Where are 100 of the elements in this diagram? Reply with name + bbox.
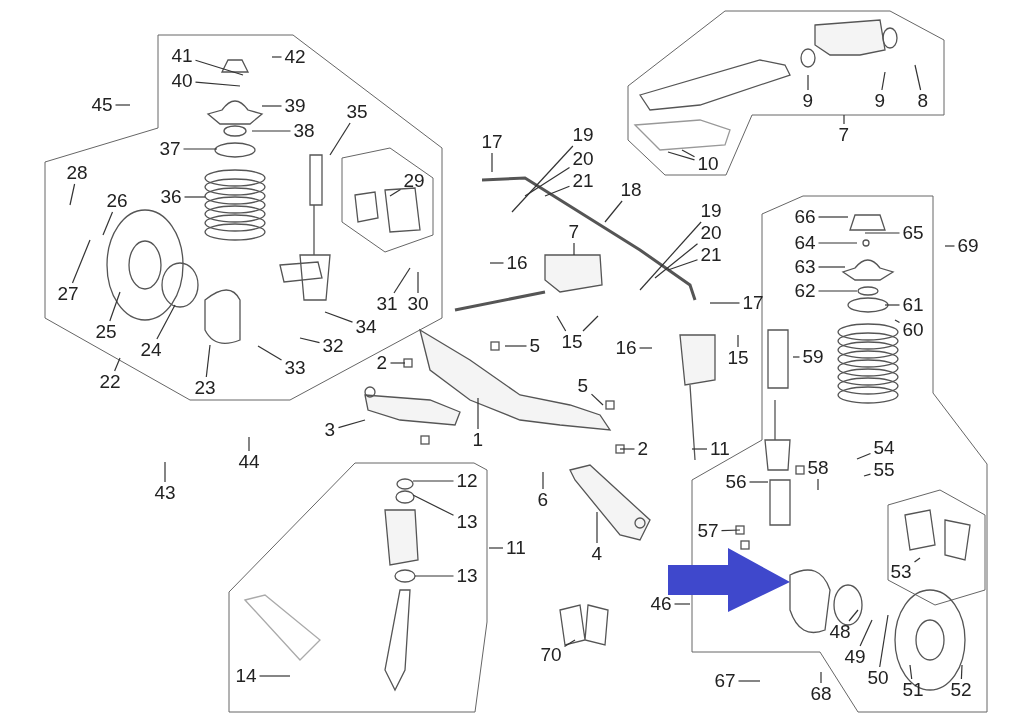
callout-number: 15 (560, 332, 584, 352)
leader-line (691, 448, 708, 450)
callout-number: 14 (234, 666, 258, 686)
leader-line (817, 478, 819, 491)
leader-line (894, 319, 901, 324)
callout-number: 54 (872, 438, 896, 458)
leader-line (205, 344, 211, 378)
callout-number: 38 (292, 121, 316, 141)
leader-line (709, 302, 741, 304)
callout-number: 44 (237, 452, 261, 472)
leader-line (412, 480, 455, 482)
callout-number: 2 (375, 353, 389, 373)
leader-line (639, 221, 702, 291)
callout-number: 11 (709, 439, 731, 459)
callout-number: 70 (539, 645, 563, 665)
leader-line (511, 145, 574, 213)
leader-line (271, 56, 283, 58)
callout-number: 16 (505, 253, 529, 273)
leader-line (748, 481, 769, 483)
callout-number: 6 (536, 490, 550, 510)
leader-line (848, 609, 859, 622)
callout-number: 9 (801, 91, 815, 111)
callout-number: 8 (916, 91, 930, 111)
leader-line (864, 232, 901, 234)
callout-number: 28 (65, 163, 89, 183)
callout-number: 9 (873, 91, 887, 111)
leader-line (720, 529, 741, 532)
callout-number: 30 (406, 294, 430, 314)
callout-number: 64 (793, 233, 817, 253)
leader-line (654, 243, 699, 279)
leader-line (820, 671, 822, 684)
leader-line (604, 200, 623, 223)
callout-number: 45 (90, 95, 114, 115)
leader-line (389, 362, 406, 364)
leader-line (182, 148, 218, 150)
leader-line (960, 664, 963, 680)
callout-number: 65 (901, 223, 925, 243)
callout-number: 42 (283, 47, 307, 67)
callout-number: 68 (809, 684, 833, 704)
callout-number: 2 (636, 439, 650, 459)
callout-number: 17 (480, 132, 504, 152)
leader-line (183, 196, 206, 198)
leader-line (817, 242, 858, 244)
leader-line (544, 185, 571, 197)
callout-number: 69 (956, 236, 980, 256)
callout-number: 63 (793, 257, 817, 277)
callout-number: 19 (571, 125, 595, 145)
leader-line (109, 291, 121, 322)
leader-line (504, 345, 528, 347)
callout-number: 37 (158, 139, 182, 159)
callout-number: 24 (139, 340, 163, 360)
callout-number: 12 (455, 471, 479, 491)
callout-number: 7 (567, 222, 581, 242)
leader-line (817, 290, 858, 292)
leader-line (524, 167, 571, 197)
leader-line (582, 315, 599, 332)
leader-line (489, 262, 505, 264)
leader-line (673, 603, 691, 605)
callout-number: 58 (806, 458, 830, 478)
callout-number: 49 (843, 647, 867, 667)
callout-number: 29 (402, 171, 426, 191)
leader-line (817, 216, 849, 218)
callout-number: 20 (571, 149, 595, 169)
leader-line (414, 575, 455, 577)
leader-line (393, 267, 411, 294)
callout-number: 4 (590, 544, 604, 564)
callout-number: 16 (614, 338, 638, 358)
callout-number: 31 (375, 294, 399, 314)
leader-line (667, 259, 699, 271)
callout-number: 5 (576, 376, 590, 396)
callout-number: 36 (159, 187, 183, 207)
leader-line (792, 356, 801, 358)
callout-number: 66 (793, 207, 817, 227)
leader-line (114, 104, 131, 106)
leader-line (667, 151, 696, 161)
callout-number: 20 (699, 223, 723, 243)
callout-number: 23 (193, 378, 217, 398)
leader-line (879, 614, 889, 668)
callout-number: 67 (713, 671, 737, 691)
callout-number: 43 (153, 483, 177, 503)
callout-number: 34 (354, 317, 378, 337)
leader-line (488, 547, 504, 549)
callout-number: 22 (98, 372, 122, 392)
leader-line (590, 393, 604, 406)
callout-number: 25 (94, 322, 118, 342)
callout-number: 39 (283, 96, 307, 116)
leader-line (807, 74, 809, 91)
leader-line (817, 266, 846, 268)
callout-number: 62 (793, 281, 817, 301)
callout-number: 5 (528, 336, 542, 356)
leader-line (69, 183, 76, 206)
callout-number: 59 (801, 347, 825, 367)
leader-line (194, 59, 244, 76)
callout-number: 13 (455, 566, 479, 586)
leader-line (257, 345, 283, 361)
leader-line (863, 473, 872, 477)
leader-line (596, 511, 598, 544)
leader-line (417, 271, 419, 294)
leader-line (258, 675, 291, 677)
callout-number: 48 (828, 622, 852, 642)
